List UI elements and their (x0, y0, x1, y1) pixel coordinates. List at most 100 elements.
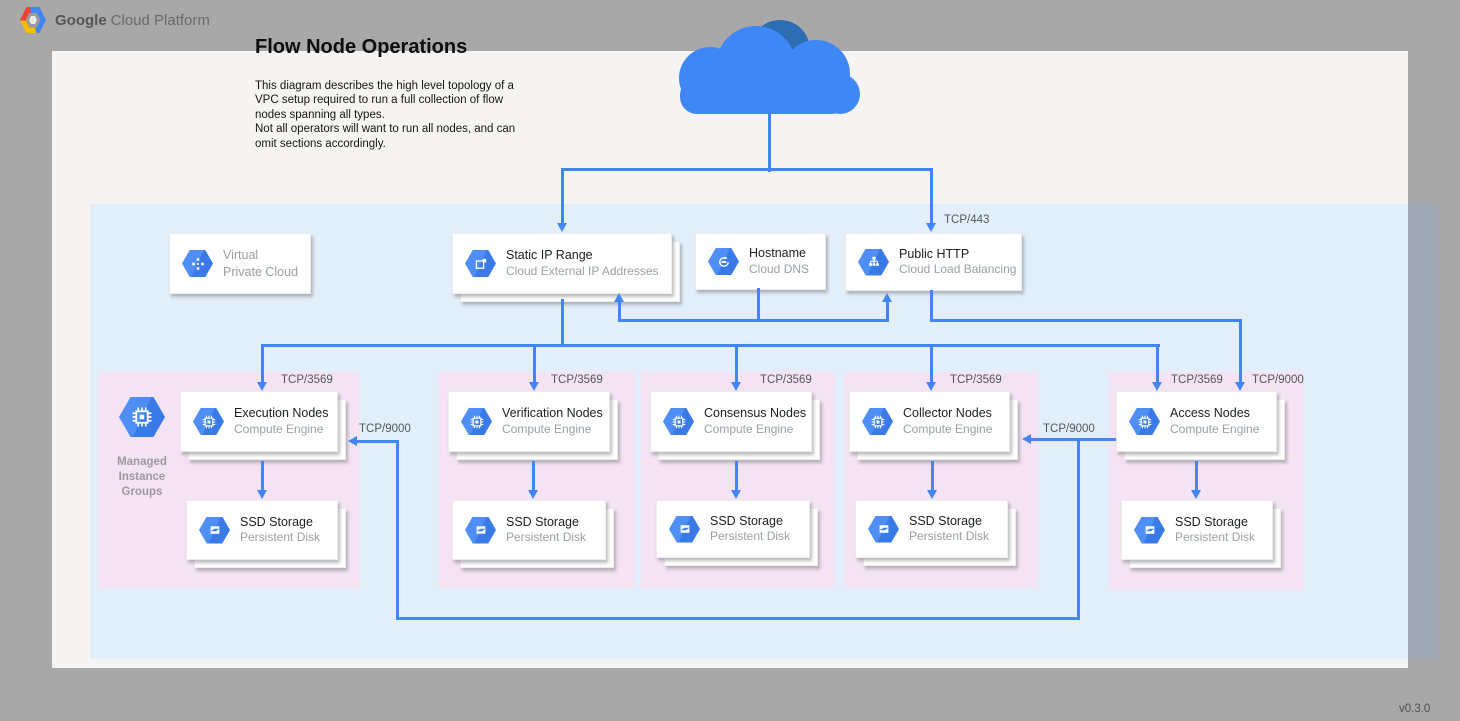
persistent-disk-icon (199, 516, 230, 544)
edge-drop-execution (261, 344, 264, 382)
edge-drop-static-ip (561, 168, 564, 223)
edge-loop-bottom (396, 617, 1080, 620)
vpc-card-label: Virtual Private Cloud (223, 248, 299, 279)
port-label-consensus-3569: TCP/3569 (760, 374, 812, 386)
version-label: v0.3.0 (1399, 703, 1431, 715)
verification-title: Verification Nodes (502, 406, 603, 421)
collector-ssd-title: SSD Storage (909, 513, 982, 528)
edge-hostname-stem (757, 288, 760, 321)
access-ssd-title: SSD Storage (1175, 514, 1248, 529)
edge-drop-verification (533, 344, 536, 382)
card-static-ip: Static IP Range Cloud External IP Addres… (452, 233, 672, 294)
arrow-into-collector-9000 (1022, 434, 1031, 444)
edge-distribution-bus (261, 344, 1160, 347)
hostname-subtitle: Cloud DNS (749, 261, 810, 276)
consensus-title: Consensus Nodes (704, 406, 807, 421)
static-ip-subtitle: Cloud External IP Addresses (506, 263, 659, 278)
port-label-tcp443: TCP/443 (944, 214, 990, 226)
consensus-ssd-title: SSD Storage (710, 513, 783, 528)
card-verification-ssd: SSD Storage Persistent Disk (452, 500, 606, 560)
arrow-into-static-ip (557, 223, 567, 232)
page-description: This diagram describes the high level to… (255, 80, 516, 150)
edge-loop-right (1077, 438, 1080, 620)
edge-up-static-stub (618, 302, 621, 321)
edge-collector-to-ssd (931, 461, 934, 490)
arrow-into-access (1152, 382, 1162, 391)
hostname-title: Hostname (749, 246, 806, 261)
card-collector-nodes: Collector Nodes Compute Engine (849, 391, 1010, 452)
edge-lb-to-access (930, 319, 1242, 322)
port-label-verification-3569: TCP/3569 (551, 374, 603, 386)
edge-verification-to-ssd (532, 461, 535, 490)
edge-lb-down (930, 290, 933, 322)
arrow-into-access-9000 (1235, 382, 1245, 391)
arrow-up-into-static-ip (614, 293, 624, 302)
managed-instance-groups-label: Managed Instance Groups (117, 456, 167, 498)
edge-cloud-stem (768, 112, 771, 172)
arrow-consensus-ssd (731, 490, 741, 499)
arrow-up-into-load-balancer (882, 293, 892, 302)
card-execution-nodes: Execution Nodes Compute Engine (180, 391, 338, 452)
compute-engine-icon (663, 408, 694, 435)
arrow-collector-ssd (927, 490, 937, 499)
brand-google: Google (55, 11, 107, 29)
external-ip-icon (465, 250, 496, 277)
card-access-ssd: SSD Storage Persistent Disk (1121, 500, 1273, 560)
card-consensus-ssd: SSD Storage Persistent Disk (656, 500, 810, 558)
card-virtual-private-cloud: Virtual Private Cloud (169, 233, 311, 294)
verification-ssd-title: SSD Storage (506, 514, 579, 529)
persistent-disk-icon (1134, 516, 1165, 544)
vpc-region-overflow (1408, 204, 1438, 659)
edge-drop-access (1156, 344, 1159, 382)
card-verification-nodes: Verification Nodes Compute Engine (448, 391, 610, 452)
access-subtitle: Compute Engine (1170, 421, 1260, 436)
port-label-access-9000: TCP/9000 (1252, 374, 1304, 386)
compute-engine-icon (1129, 408, 1160, 435)
edge-drop-consensus (735, 344, 738, 382)
card-access-nodes: Access Nodes Compute Engine (1116, 391, 1277, 452)
persistent-disk-icon (669, 515, 700, 543)
card-consensus-nodes: Consensus Nodes Compute Engine (650, 391, 812, 452)
public-http-title: Public HTTP (899, 246, 970, 261)
consensus-ssd-subtitle: Persistent Disk (710, 529, 791, 544)
arrow-into-consensus (731, 382, 741, 391)
public-http-subtitle: Cloud Load Balancing (899, 262, 1017, 277)
edge-execution-to-ssd (261, 461, 264, 490)
card-collector-ssd: SSD Storage Persistent Disk (855, 500, 1008, 558)
edge-access-to-ssd (1195, 461, 1198, 490)
persistent-disk-icon (465, 516, 496, 544)
edge-drop-load-balancer (930, 168, 933, 223)
port-label-mid-9000: TCP/9000 (1043, 423, 1095, 435)
arrow-into-load-balancer (926, 223, 936, 232)
cloud-load-balancing-icon (858, 248, 889, 276)
edge-static-ip-down (561, 299, 564, 347)
collector-title: Collector Nodes (903, 406, 992, 421)
edge-consensus-to-ssd (735, 461, 738, 490)
execution-ssd-subtitle: Persistent Disk (240, 530, 321, 545)
port-label-collector-3569: TCP/3569 (950, 374, 1002, 386)
compute-engine-icon (862, 408, 893, 435)
access-title: Access Nodes (1170, 406, 1250, 421)
port-label-execution-3569: TCP/3569 (281, 374, 333, 386)
static-ip-title: Static IP Range (506, 248, 593, 263)
page-title: Flow Node Operations (255, 36, 468, 58)
brand-cloud-platform: Cloud Platform (110, 11, 210, 29)
arrow-into-verification (529, 382, 539, 391)
arrow-into-collector (926, 382, 936, 391)
internet-cloud-icon (679, 20, 860, 114)
edge-top-tee (561, 168, 933, 171)
access-ssd-subtitle: Persistent Disk (1175, 530, 1256, 545)
card-hostname: Hostname Cloud DNS (695, 233, 826, 290)
virtual-private-cloud-icon (182, 250, 213, 277)
execution-ssd-title: SSD Storage (240, 514, 313, 529)
edge-access-9000-drop (1239, 319, 1242, 382)
persistent-disk-icon (868, 515, 899, 543)
collector-subtitle: Compute Engine (903, 421, 993, 436)
edge-hostname-tee (618, 319, 889, 322)
arrow-verification-ssd (528, 490, 538, 499)
arrow-access-ssd (1191, 490, 1201, 499)
verification-ssd-subtitle: Persistent Disk (506, 530, 587, 545)
arrow-into-execution (257, 382, 267, 391)
verification-subtitle: Compute Engine (502, 421, 592, 436)
